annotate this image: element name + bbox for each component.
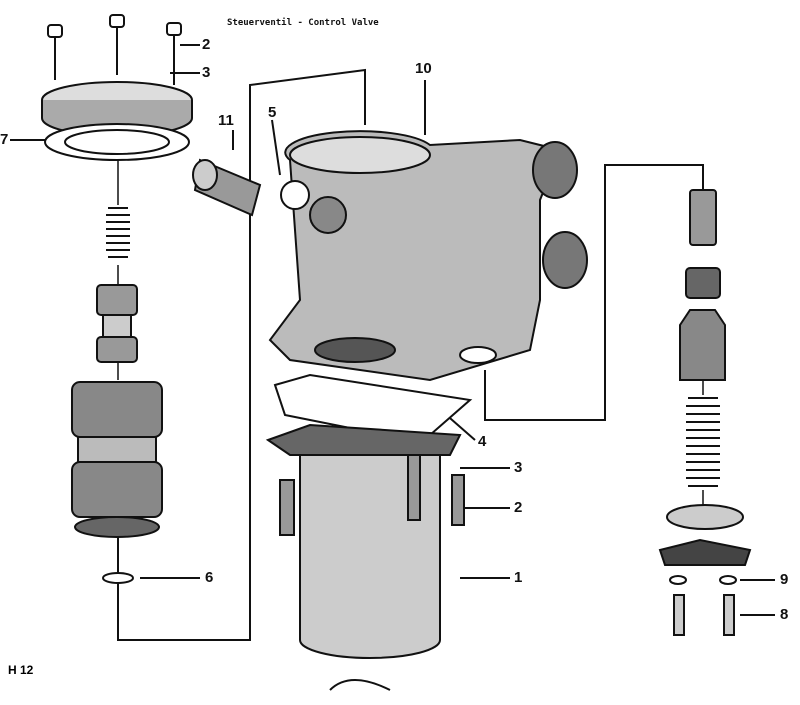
- callout-2-mid: 2: [514, 499, 523, 516]
- left-spring: [106, 207, 130, 258]
- left-plunger: [96, 284, 138, 363]
- washer-6: [102, 572, 134, 584]
- diagram-title: Steuerventil - Control Valve: [227, 18, 379, 28]
- screws-top: [47, 14, 182, 85]
- left-valve-body: [71, 381, 163, 538]
- valve-housing: [268, 130, 588, 382]
- right-spring: [686, 397, 720, 487]
- callout-3-mid: 3: [514, 459, 523, 476]
- callout-5: 5: [268, 104, 277, 121]
- cover-cap: [41, 81, 193, 161]
- callout-8: 8: [780, 606, 789, 623]
- callout-7: 7: [0, 131, 9, 148]
- callout-10: 10: [415, 60, 432, 77]
- callout-3-top: 3: [202, 64, 211, 81]
- assembly-line-right: [484, 164, 704, 421]
- assembly-line-left: [117, 68, 366, 641]
- callout-6: 6: [205, 569, 214, 586]
- callout-4: 4: [478, 433, 487, 450]
- fitting-11: [192, 158, 347, 234]
- callout-11: 11: [218, 112, 234, 129]
- callout-2-top: 2: [202, 36, 211, 53]
- callout-9: 9: [780, 571, 789, 588]
- right-base: [658, 504, 752, 636]
- callout-1: 1: [514, 569, 523, 586]
- filter-bowl: [265, 423, 465, 691]
- right-valve-parts: [679, 189, 726, 381]
- figure-id: H 12: [8, 663, 34, 677]
